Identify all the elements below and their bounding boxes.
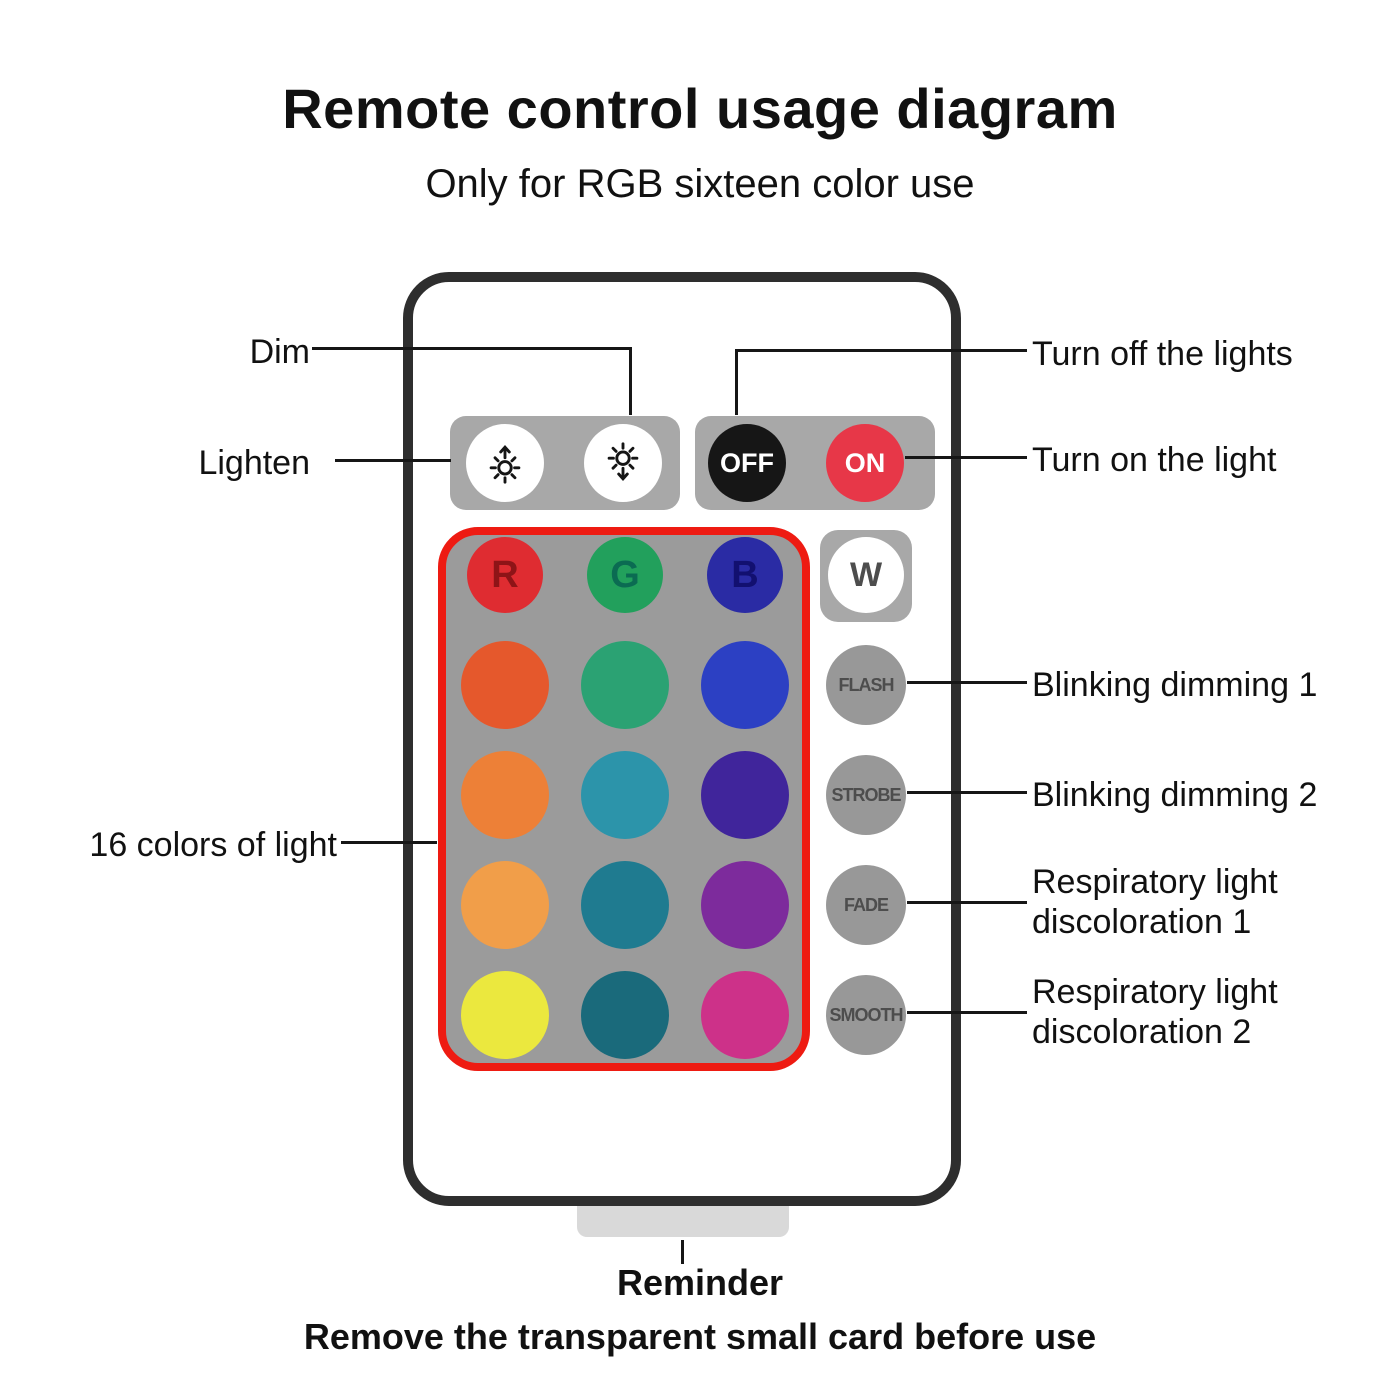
- reminder-label: Reminder: [616, 1262, 784, 1303]
- flash-label: FLASH: [838, 674, 895, 695]
- key-label-W: W: [849, 555, 883, 594]
- page-title: Remote control usage diagram: [282, 77, 1118, 140]
- callout-line-on: [905, 456, 1027, 459]
- color-key-row2-col2[interactable]: [581, 641, 669, 729]
- strobe-button[interactable]: STROBE: [826, 755, 906, 835]
- color-key-row4-col3[interactable]: [701, 861, 789, 949]
- dim-button[interactable]: [584, 424, 662, 502]
- callout-respiratory-2: Respiratory light discoloration 2: [1032, 972, 1278, 1052]
- callout-line-strobe: [907, 791, 1027, 794]
- callout-lighten: Lighten: [198, 444, 310, 482]
- callout-blinking-1: Blinking dimming 1: [1032, 666, 1318, 704]
- callout-line-lighten: [335, 459, 451, 462]
- off-button[interactable]: OFF: [708, 424, 786, 502]
- flash-button[interactable]: FLASH: [826, 645, 906, 725]
- callout-line-fade: [907, 901, 1027, 904]
- callout-line-sixteen: [341, 841, 437, 844]
- smooth-label: SMOOTH: [829, 1004, 904, 1025]
- callout-line-off-v: [735, 351, 738, 415]
- callout-respiratory-1: Respiratory light discoloration 1: [1032, 862, 1278, 942]
- callout-line-smooth: [907, 1011, 1027, 1014]
- key-label-G: G: [610, 553, 640, 596]
- brightness-down-icon: [607, 442, 639, 481]
- color-key-row5-col1[interactable]: [461, 971, 549, 1059]
- key-label-B: B: [731, 553, 759, 596]
- callout-line-dim-v: [629, 349, 632, 415]
- color-key-row5-col2[interactable]: [581, 971, 669, 1059]
- page-subtitle: Only for RGB sixteen color use: [425, 162, 975, 206]
- off-label: OFF: [720, 447, 774, 478]
- key-green-G[interactable]: G: [587, 537, 663, 613]
- callout-blinking-2: Blinking dimming 2: [1032, 776, 1318, 814]
- remote-body: OFF ON R G B W: [403, 272, 961, 1206]
- smooth-button[interactable]: SMOOTH: [826, 975, 906, 1055]
- callout-dim: Dim: [249, 333, 310, 371]
- color-key-row2-col1[interactable]: [461, 641, 549, 729]
- color-key-row3-col2[interactable]: [581, 751, 669, 839]
- strobe-label: STROBE: [831, 784, 901, 805]
- reminder-note: Remove the transparent small card before…: [303, 1316, 1097, 1357]
- callout-respiratory-2-line1: Respiratory light: [1032, 973, 1278, 1011]
- callout-respiratory-2-line2: discoloration 2: [1032, 1013, 1252, 1052]
- callout-line-reminder: [681, 1240, 684, 1264]
- lighten-button[interactable]: [466, 424, 544, 502]
- color-key-row5-col3[interactable]: [701, 971, 789, 1059]
- color-key-row2-col3[interactable]: [701, 641, 789, 729]
- fade-button[interactable]: FADE: [826, 865, 906, 945]
- callout-line-dim-h: [312, 347, 632, 350]
- callout-turn-on: Turn on the light: [1032, 441, 1277, 479]
- key-red-R[interactable]: R: [467, 537, 543, 613]
- color-key-row3-col3[interactable]: [701, 751, 789, 839]
- key-label-R: R: [491, 553, 519, 596]
- callout-respiratory-1-line2: discoloration 1: [1032, 903, 1252, 942]
- key-white-W[interactable]: W: [828, 537, 904, 613]
- brightness-up-icon: [489, 445, 521, 484]
- callout-turn-off: Turn off the lights: [1032, 335, 1293, 373]
- color-key-row3-col1[interactable]: [461, 751, 549, 839]
- callout-respiratory-1-line1: Respiratory light: [1032, 863, 1278, 901]
- on-button[interactable]: ON: [826, 424, 904, 502]
- callout-sixteen-colors: 16 colors of light: [89, 826, 337, 864]
- fade-label: FADE: [843, 894, 889, 915]
- color-key-row4-col1[interactable]: [461, 861, 549, 949]
- on-label: ON: [844, 447, 886, 478]
- key-blue-B[interactable]: B: [707, 537, 783, 613]
- color-key-row4-col2[interactable]: [581, 861, 669, 949]
- callout-line-off-h: [735, 349, 1027, 352]
- callout-line-flash: [907, 681, 1027, 684]
